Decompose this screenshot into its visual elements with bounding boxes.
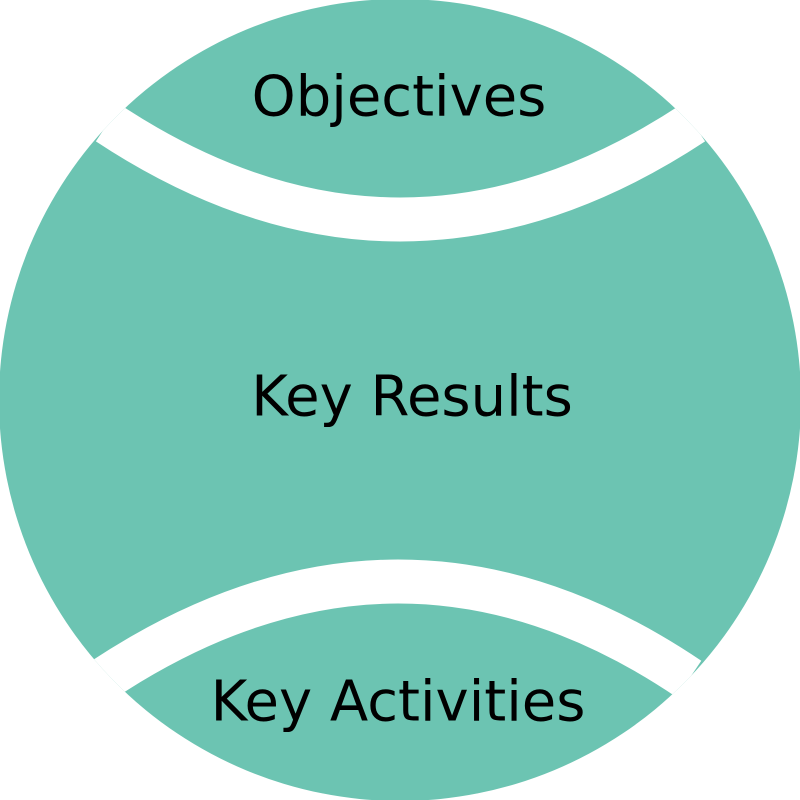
bottom-seam [91,559,702,698]
section-key-results: Key Results [251,365,573,430]
section-objectives: Objectives [252,65,547,130]
section-key-activities: Key Activities [211,670,586,735]
top-seam [95,104,706,242]
